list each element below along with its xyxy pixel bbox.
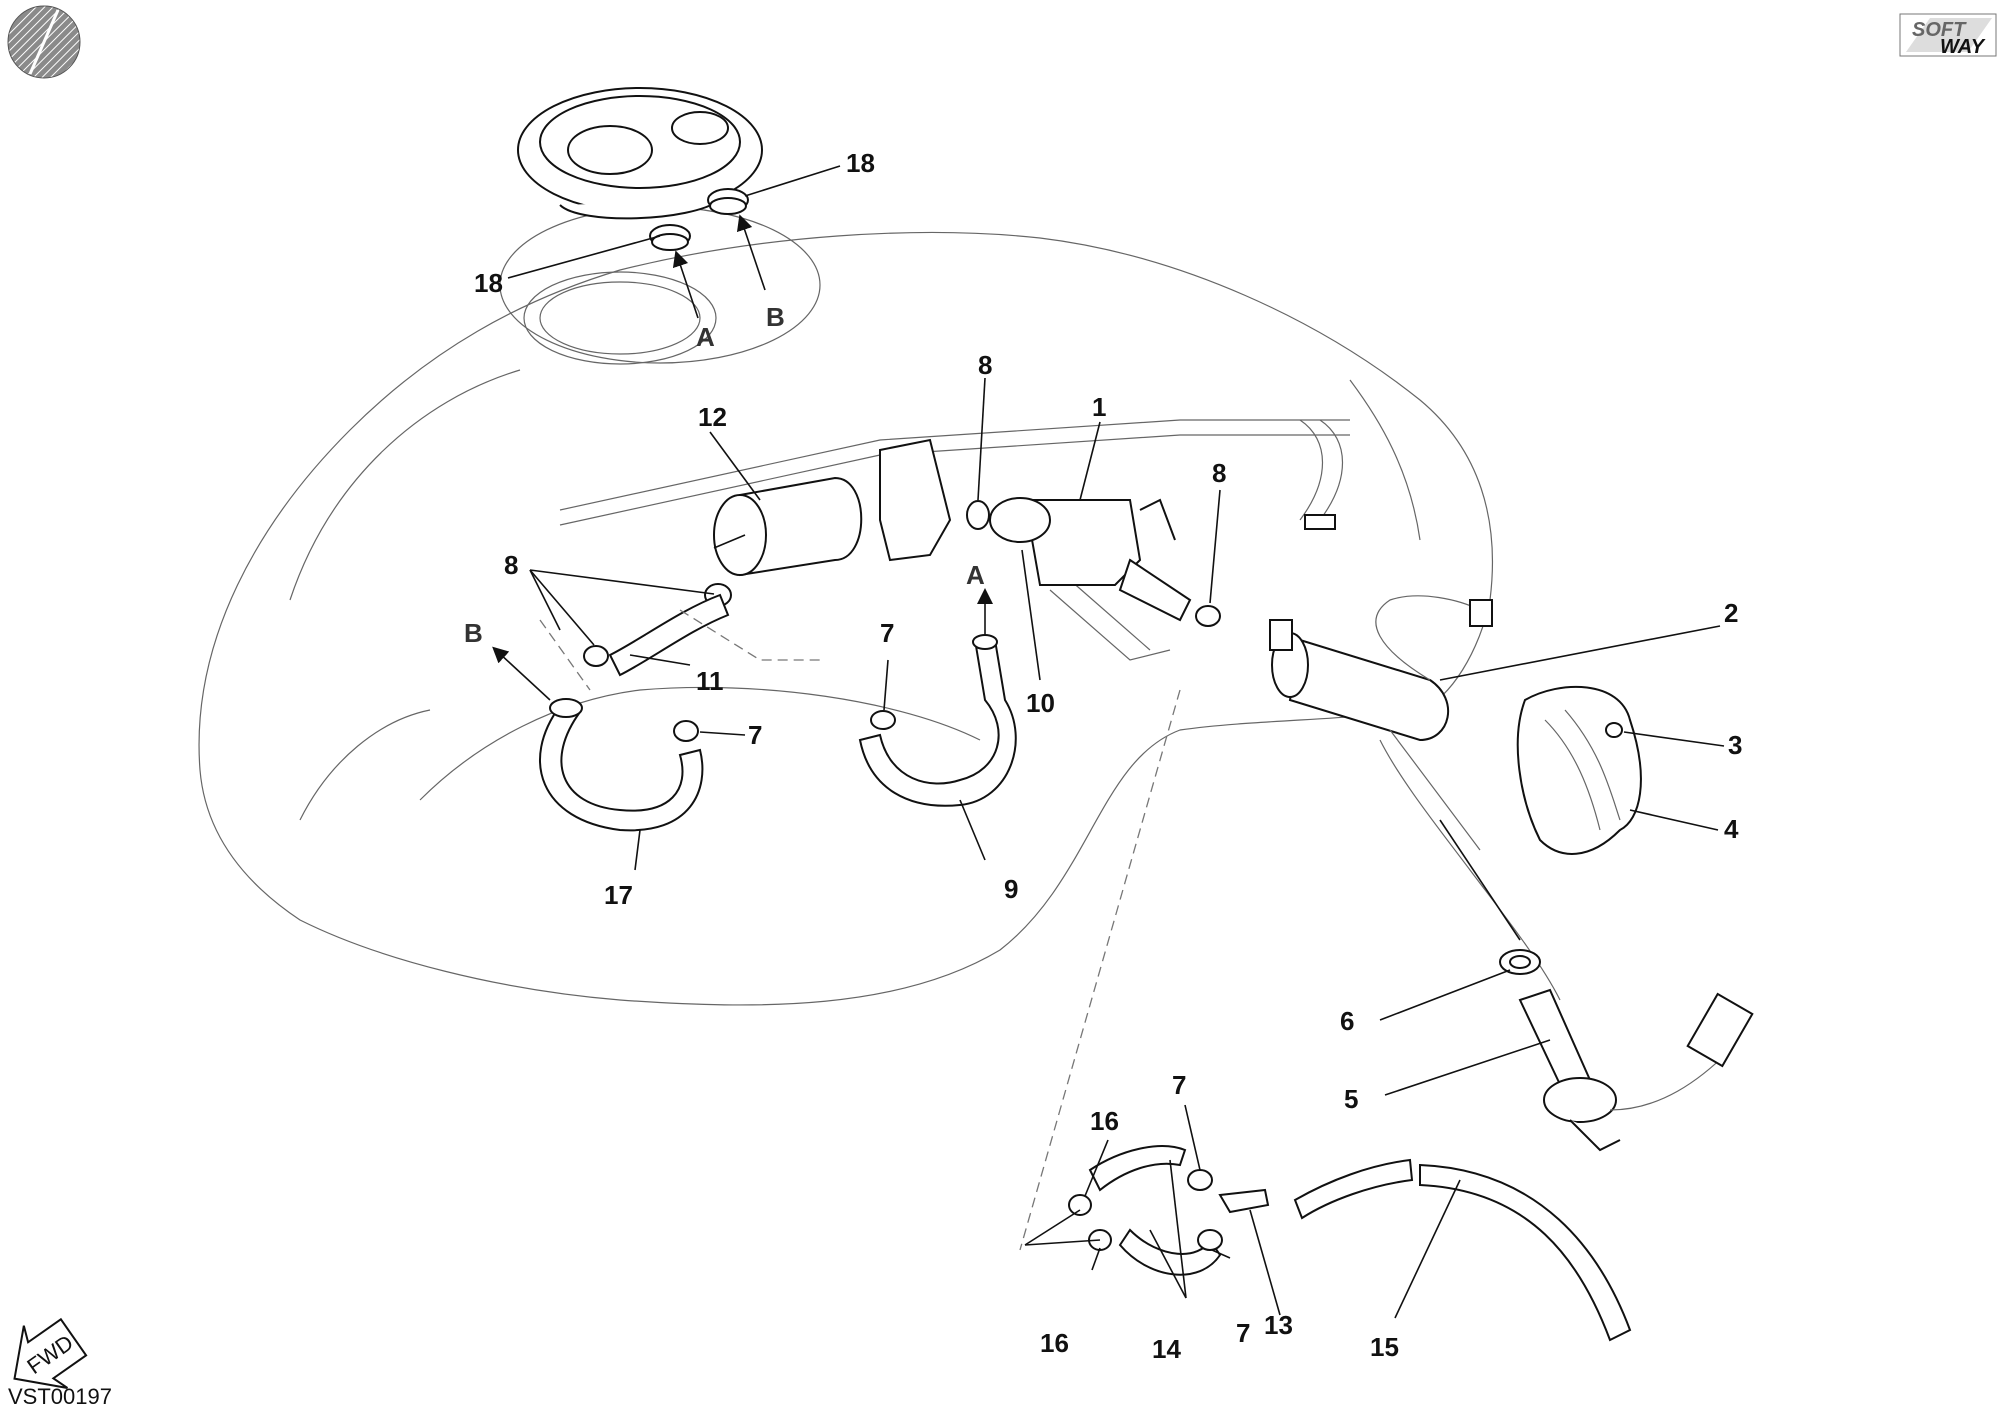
callout-14: 14 xyxy=(1152,1334,1181,1364)
filler-cap-assembly xyxy=(517,87,763,220)
callout-3: 3 xyxy=(1728,730,1742,760)
callout-4: 4 xyxy=(1724,814,1739,844)
callout-9: 9 xyxy=(1004,874,1018,904)
level-sensor-5 xyxy=(1518,988,1754,1152)
corner-disc-icon xyxy=(7,5,81,79)
callout-1: 1 xyxy=(1092,392,1106,422)
callout-12: 12 xyxy=(698,402,727,432)
callout-8-b: 8 xyxy=(1212,458,1226,488)
callout-7-a: 7 xyxy=(748,720,762,750)
callout-2: 2 xyxy=(1724,598,1738,628)
pump-bracket xyxy=(559,419,1350,661)
fuel-tank-outline xyxy=(198,206,1493,1006)
callout-11: 11 xyxy=(696,666,724,696)
callout-8-c: 8 xyxy=(504,550,518,580)
o-ring-8-c xyxy=(583,645,609,667)
clamp-18-left xyxy=(649,224,691,251)
o-ring-8-a xyxy=(966,500,990,530)
softway-logo: SOFT WAY xyxy=(1899,13,1997,58)
callout-18-a: 18 xyxy=(846,148,875,178)
callout-8-a: 8 xyxy=(978,350,992,380)
o-ring-8-b xyxy=(1195,605,1221,627)
pressure-regulator-1 xyxy=(989,497,1192,622)
callout-7-c: 7 xyxy=(1172,1070,1186,1100)
callout-13: 13 xyxy=(1264,1310,1293,1340)
nut-3 xyxy=(1605,722,1623,738)
hose-9 xyxy=(858,639,1017,807)
lower-hose-assembly xyxy=(1068,1145,1632,1342)
callout-15: 15 xyxy=(1370,1332,1399,1362)
ref-a-mid: A xyxy=(966,560,985,590)
callout-7-d: 7 xyxy=(1236,1318,1250,1348)
filter-sock-4 xyxy=(1516,685,1642,855)
callout-17: 17 xyxy=(604,880,633,910)
callout-18-b: 18 xyxy=(474,268,503,298)
drawing-code: VST00197 xyxy=(8,1384,112,1409)
clamp-7-b xyxy=(673,720,699,742)
ref-b-left: B xyxy=(464,618,483,648)
callout-5: 5 xyxy=(1344,1084,1358,1114)
callout-16-a: 16 xyxy=(1090,1106,1119,1136)
callout-16-b: 16 xyxy=(1040,1328,1069,1358)
fuel-filter-12 xyxy=(713,476,863,577)
callout-6: 6 xyxy=(1340,1006,1354,1036)
fuel-pump-2 xyxy=(1269,595,1493,742)
brand-line1: SOFT xyxy=(1912,19,1967,41)
callout-7-b: 7 xyxy=(880,618,894,648)
callout-10: 10 xyxy=(1026,688,1055,718)
hose-11 xyxy=(608,593,730,677)
clamp-18-right xyxy=(707,188,749,215)
ref-b-top: B xyxy=(766,302,785,332)
leader-lines xyxy=(507,165,1725,1319)
hose-17 xyxy=(539,704,704,832)
ref-a-top: A xyxy=(696,322,715,352)
clamp-7-c xyxy=(870,710,896,730)
brand-line2: WAY xyxy=(1940,36,1986,58)
